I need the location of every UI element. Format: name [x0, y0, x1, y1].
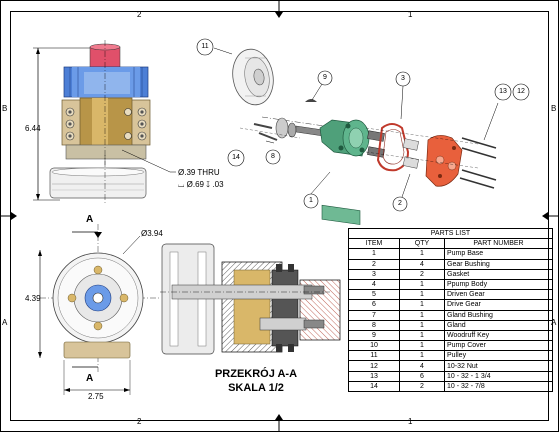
balloon-1: 1	[309, 197, 313, 204]
parts-cell-item: 11	[348, 350, 400, 362]
parts-cell-part: Driven Gear	[444, 289, 553, 301]
parts-cell-part: Pulley	[444, 350, 553, 362]
zone-label-bottom-2: 2	[137, 417, 142, 426]
section-view	[160, 243, 341, 355]
parts-cell-part: Pump Cover	[444, 340, 553, 352]
parts-cell-item: 7	[348, 309, 400, 321]
parts-cell-qty: 1	[399, 340, 445, 352]
balloon-8: 8	[271, 153, 275, 160]
parts-list-caption: PARTS LIST	[348, 227, 553, 240]
parts-cell-part: Ppump Body	[444, 278, 553, 291]
section-scale: SKALA 1/2	[228, 382, 284, 394]
dim-cbore: ⌴ Ø.69 ↧ .03	[178, 180, 224, 189]
parts-cell-item: 13	[348, 370, 400, 382]
parts-cell-qty: 2	[399, 380, 445, 393]
zone-label-right-b: B	[551, 104, 557, 113]
exploded-view	[213, 47, 499, 225]
zone-label-right-a: A	[551, 318, 557, 327]
section-title: PRZEKRÓJ A-A	[214, 368, 298, 380]
parts-cell-qty: 1	[399, 319, 445, 331]
parts-cell-part: Gear Bushing	[444, 258, 553, 270]
parts-header-item: ITEM	[348, 238, 400, 250]
balloon-11: 11	[201, 43, 209, 50]
balloon-2: 2	[398, 200, 402, 207]
parts-cell-item: 10	[348, 340, 400, 352]
dim-diameter: Ø3.94	[141, 229, 163, 238]
parts-cell-part: Pump Base	[444, 248, 553, 260]
balloon-3: 3	[401, 75, 405, 82]
parts-cell-qty: 1	[399, 309, 445, 321]
zone-label-top-2: 2	[137, 10, 142, 19]
parts-cell-item: 12	[348, 360, 400, 372]
dim-width-bottom: 2.75	[88, 392, 104, 401]
balloon-12: 12	[517, 88, 525, 95]
zone-label-top-1: 1	[408, 10, 413, 19]
parts-cell-qty: 4	[399, 258, 445, 270]
parts-cell-part: 10-32 Nut	[444, 360, 553, 372]
parts-cell-qty: 1	[399, 289, 445, 301]
parts-cell-item: 5	[348, 289, 400, 301]
parts-cell-item: 6	[348, 299, 400, 311]
parts-cell-qty: 1	[399, 350, 445, 362]
section-marker-bottom: A	[86, 373, 94, 384]
parts-cell-part: Gasket	[444, 268, 553, 280]
parts-cell-item: 9	[348, 329, 400, 342]
parts-cell-part: 10 - 32 - 1 3/4	[444, 370, 553, 382]
balloon-circles	[196, 38, 530, 212]
side-view	[38, 224, 160, 395]
balloon-14: 14	[232, 154, 240, 161]
dim-width-front: 4.39	[25, 294, 41, 303]
parts-cell-qty: 1	[399, 278, 445, 291]
parts-cell-item: 14	[348, 380, 400, 393]
parts-cell-qty: 1	[399, 248, 445, 260]
parts-cell-part: Woodruff Key	[444, 329, 553, 342]
parts-header-qty: QTY	[399, 238, 445, 250]
parts-cell-item: 3	[348, 268, 400, 280]
parts-cell-item: 8	[348, 319, 400, 331]
section-marker-top: A	[86, 214, 94, 225]
parts-cell-qty: 1	[399, 329, 445, 342]
dim-height: 6.44	[25, 124, 41, 133]
zone-label-left-a: A	[2, 318, 8, 327]
parts-cell-part: 10 - 32 - 7/8	[444, 380, 553, 393]
parts-cell-item: 4	[348, 278, 400, 291]
parts-cell-item: 2	[348, 258, 400, 270]
parts-cell-qty: 1	[399, 299, 445, 311]
front-elevation-view	[33, 40, 176, 205]
dim-thru: Ø.39 THRU	[178, 168, 220, 177]
parts-cell-part: Gland Bushing	[444, 309, 553, 321]
parts-cell-item: 1	[348, 248, 400, 260]
parts-cell-qty: 4	[399, 360, 445, 372]
parts-cell-qty: 6	[399, 370, 445, 382]
zone-label-left-b: B	[2, 104, 8, 113]
parts-cell-qty: 2	[399, 268, 445, 280]
balloon-13: 13	[499, 88, 507, 95]
zone-label-bottom-1: 1	[408, 417, 413, 426]
parts-header-part-number: PART NUMBER	[444, 238, 553, 250]
balloon-9: 9	[323, 74, 327, 81]
parts-cell-part: Drive Gear	[444, 299, 553, 311]
inner-border	[10, 11, 549, 421]
parts-cell-part: Gland	[444, 319, 553, 331]
